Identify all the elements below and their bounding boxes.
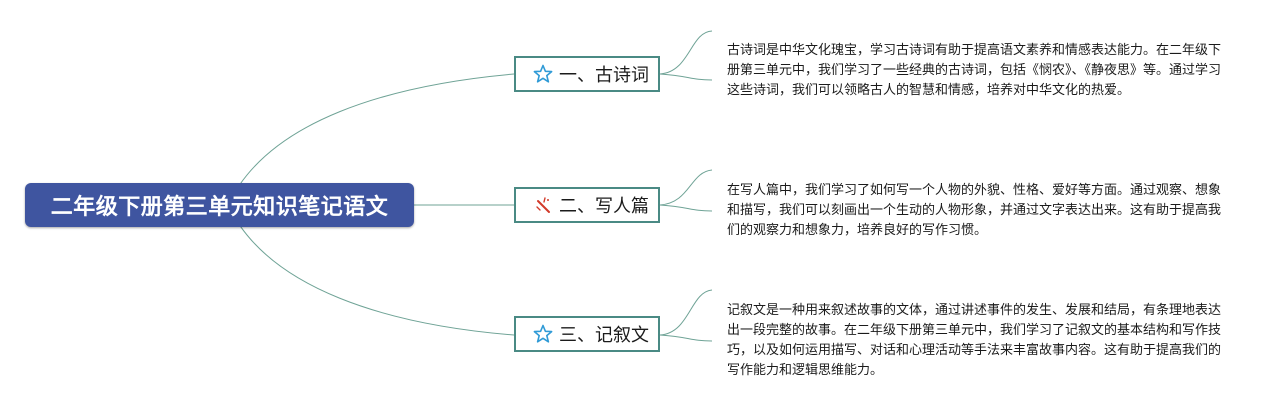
branch-topic-writing-people[interactable]: 二、写人篇 <box>514 187 660 223</box>
connector-root-branch-1 <box>227 73 515 206</box>
connector-branch-2-note-top <box>659 169 713 206</box>
connector-root-branch-3 <box>227 204 515 336</box>
branch-label: 二、写人篇 <box>559 196 649 217</box>
connector-branch-2-note-bottom <box>659 204 713 212</box>
branch-topic-poetry[interactable]: 一、古诗词 <box>514 56 660 92</box>
note-narrative: 记叙文是一种用来叙述故事的文体，通过讲述事件的发生、发展和结局，有条理地表达出一… <box>727 303 1222 378</box>
root-topic[interactable]: 二年级下册第三单元知识笔记语文 <box>25 183 414 227</box>
star-icon <box>533 64 553 84</box>
branch-topic-narrative[interactable]: 三、记叙文 <box>514 316 660 352</box>
note-writing-people: 在写人篇中，我们学习了如何写一个人物的外貌、性格、爱好等方面。通过观察、想象和描… <box>727 183 1222 238</box>
connector-branch-1-note-bottom <box>659 73 713 81</box>
branch-label: 一、古诗词 <box>559 65 649 86</box>
magic-wand-icon <box>533 195 553 215</box>
connector-branch-3-note-bottom <box>659 334 713 342</box>
note-poetry: 古诗词是中华文化瑰宝，学习古诗词有助于提高语文素养和情感表达能力。在二年级下册第… <box>727 43 1222 98</box>
connector-branch-3-note-top <box>659 289 713 336</box>
branch-label: 三、记叙文 <box>559 325 649 346</box>
root-topic-label: 二年级下册第三单元知识笔记语文 <box>50 195 389 220</box>
star-icon <box>533 324 553 344</box>
connector-branch-1-note-top <box>659 30 713 75</box>
